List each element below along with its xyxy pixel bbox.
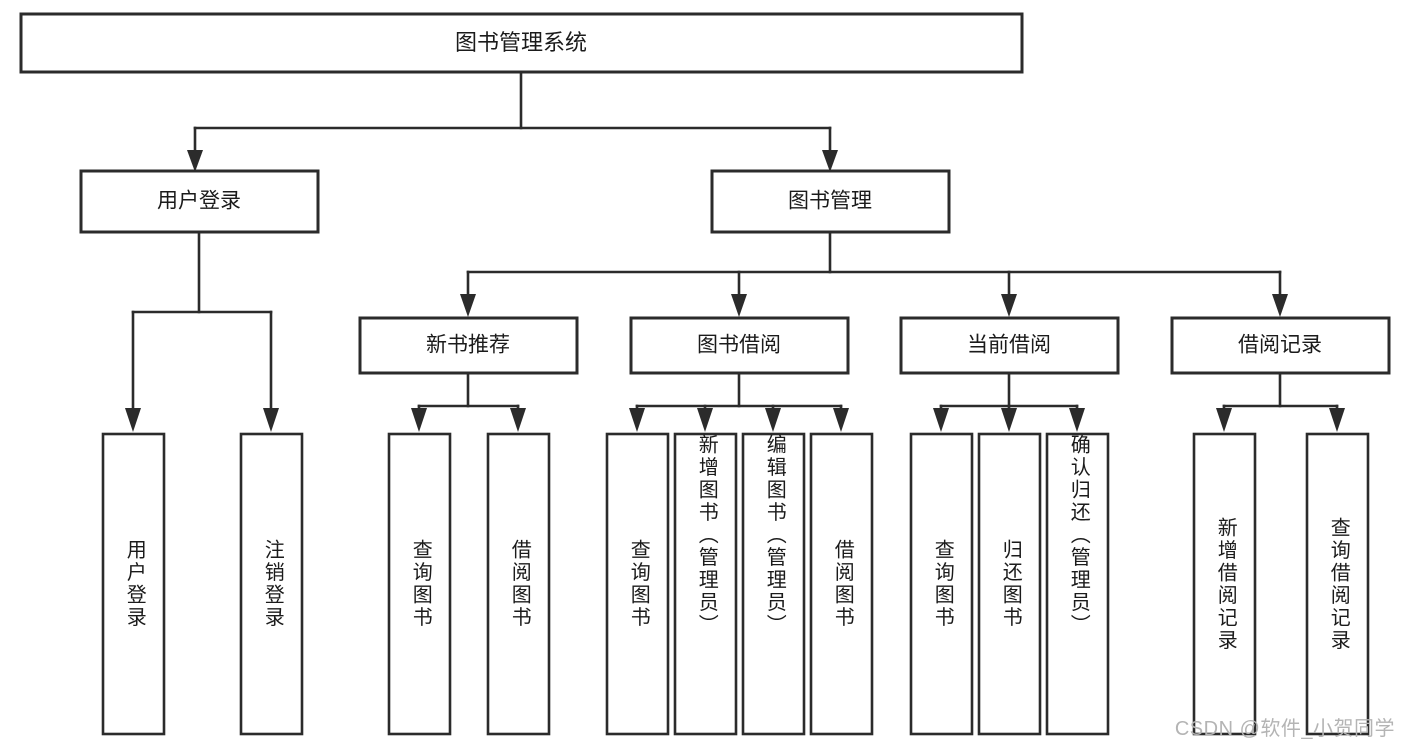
leaf-box-user-login-1[interactable]: [101, 432, 166, 736]
node-borrow-record-box[interactable]: [1170, 316, 1391, 375]
leaf-box-current-1[interactable]: [909, 432, 974, 736]
arrow-borrow-leaf-2: [697, 408, 713, 432]
node-new-book-recommend[interactable]: 新书推荐: [358, 316, 579, 375]
node-root-label: 图书管理系统: [455, 30, 587, 55]
leaf-box-current-2[interactable]: [977, 432, 1042, 736]
arrow-bookmgmt-c2: [731, 294, 747, 317]
node-user-login[interactable]: 用户登录: [79, 169, 320, 234]
leaf-box-user-login-2[interactable]: [239, 432, 304, 736]
arrow-borrow-leaf-4: [833, 408, 849, 432]
leaf-box-recommend-1[interactable]: [387, 432, 452, 736]
node-new-book-recommend-box[interactable]: [358, 316, 579, 375]
leaf-box-recommend-2[interactable]: [486, 432, 551, 736]
arrow-record-leaf-1: [1216, 408, 1232, 432]
arrow-bookmgmt-c1: [460, 294, 476, 317]
arrow-recommend-leaf-2: [510, 408, 526, 432]
leaf-box-borrow-3[interactable]: [741, 432, 806, 736]
arrow-root-to-login: [187, 150, 203, 172]
node-root-box[interactable]: [19, 12, 1024, 74]
arrow-bookmgmt-c3: [1001, 294, 1017, 317]
leaf-box-record-1[interactable]: [1192, 432, 1257, 736]
arrow-current-leaf-1: [933, 408, 949, 432]
node-user-login-box[interactable]: [79, 169, 320, 234]
leaf-box-group: [101, 432, 1370, 736]
node-current-borrow-box[interactable]: [899, 316, 1120, 375]
node-book-management-label: 图书管理: [788, 190, 872, 213]
node-book-borrow-label: 图书借阅: [697, 334, 781, 357]
node-borrow-record[interactable]: 借阅记录: [1170, 316, 1391, 375]
node-current-borrow[interactable]: 当前借阅: [899, 316, 1120, 375]
arrow-borrow-leaf-1: [629, 408, 645, 432]
leaf-box-borrow-4[interactable]: [809, 432, 874, 736]
arrow-bookmgmt-c4: [1272, 294, 1288, 317]
leaf-box-borrow-2[interactable]: [673, 432, 738, 736]
arrow-borrow-leaf-3: [765, 408, 781, 432]
leaf-box-borrow-1[interactable]: [605, 432, 670, 736]
node-book-borrow-box[interactable]: [629, 316, 850, 375]
connector-group: [125, 70, 1345, 432]
arrow-recommend-leaf-1: [411, 408, 427, 432]
arrow-login-leaf-2: [263, 408, 279, 432]
leaf-box-record-2[interactable]: [1305, 432, 1370, 736]
leaf-box-current-3[interactable]: [1045, 432, 1110, 736]
node-book-borrow[interactable]: 图书借阅: [629, 316, 850, 375]
node-new-book-recommend-label: 新书推荐: [426, 334, 510, 357]
arrow-current-leaf-2: [1001, 408, 1017, 432]
node-book-management[interactable]: 图书管理: [710, 169, 951, 234]
arrow-root-to-bookmgmt: [822, 150, 838, 172]
node-book-management-box[interactable]: [710, 169, 951, 234]
arrow-current-leaf-3: [1069, 408, 1085, 432]
node-current-borrow-label: 当前借阅: [967, 334, 1051, 357]
arrow-login-leaf-1: [125, 408, 141, 432]
node-user-login-label: 用户登录: [157, 190, 241, 213]
watermark-text: CSDN @软件_小贺同学: [1174, 718, 1395, 740]
node-borrow-record-label: 借阅记录: [1238, 334, 1322, 357]
arrow-record-leaf-2: [1329, 408, 1345, 432]
node-root[interactable]: 图书管理系统: [19, 12, 1024, 74]
